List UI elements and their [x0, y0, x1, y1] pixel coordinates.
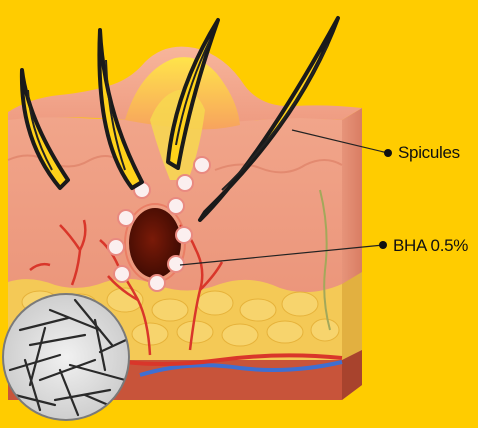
callout-dot-bha — [379, 241, 387, 249]
inset-lens — [4, 295, 128, 419]
callout-dot-spicules — [384, 149, 392, 157]
fat-layer-side — [342, 272, 362, 360]
spicules-label: Spicules — [398, 143, 460, 163]
microscope-inset — [2, 293, 130, 421]
bha-label: BHA 0.5% — [393, 236, 468, 256]
